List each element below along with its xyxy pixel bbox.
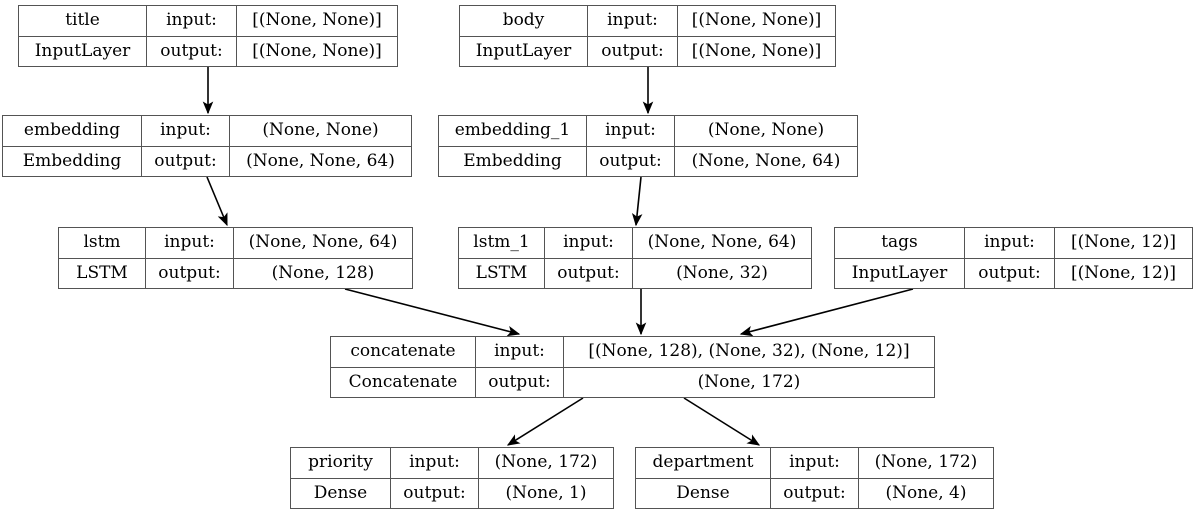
- node-input-label: input:: [587, 116, 675, 146]
- node-class-name: Embedding: [439, 146, 587, 176]
- node-layer-name: concatenate: [331, 337, 476, 367]
- node-class-name: Dense: [636, 478, 771, 508]
- node-output-shape: [(None, 12)]: [1070, 262, 1177, 283]
- node-input-shape: [(None, 128), (None, 32), (None, 12)]: [588, 341, 910, 362]
- node-layer-name: lstm_1: [459, 228, 545, 258]
- node-output-shape: [(None, None)]: [691, 40, 822, 61]
- node-input-shape: (None, None): [707, 120, 825, 141]
- node-output-label: output:: [771, 478, 859, 508]
- node-output-label: output:: [391, 478, 479, 508]
- node-input-label: input:: [771, 448, 859, 478]
- edge-concatenate-to-priority: [506, 397, 584, 446]
- node-input-shape: (None, None): [262, 120, 379, 141]
- node-input-label: input:: [147, 6, 237, 36]
- node-output-label: output:: [587, 146, 675, 176]
- node-output-shape: (None, 1): [505, 482, 587, 503]
- node-input-label: input:: [965, 228, 1055, 258]
- node-layer-name: priority: [291, 448, 391, 478]
- node-input-shape: (None, None, 64): [647, 232, 797, 253]
- node-layer-name: department: [636, 448, 771, 478]
- node-output-shape: (None, 32): [676, 262, 768, 283]
- node-output-shape: (None, 128): [271, 262, 375, 283]
- node-class-name: InputLayer: [460, 36, 588, 66]
- node-input-label: input:: [142, 116, 230, 146]
- node-output-label: output:: [545, 258, 633, 288]
- node-layer-name: title: [19, 6, 147, 36]
- node-output-label: output:: [147, 36, 237, 66]
- edge-embedding_1-to-lstm_1: [631, 176, 643, 227]
- node-input-label: input:: [545, 228, 633, 258]
- node-output-shape: (None, 4): [885, 482, 967, 503]
- node-class-name: Dense: [291, 478, 391, 508]
- node-layer-name: tags: [835, 228, 965, 258]
- node-output-label: output:: [965, 258, 1055, 288]
- node-input-shape: (None, 172): [494, 452, 598, 473]
- node-layer-name: lstm: [59, 228, 146, 258]
- node-output-label: output:: [588, 36, 678, 66]
- node-output-shape: (None, 172): [697, 371, 801, 392]
- node-class-name: InputLayer: [835, 258, 965, 288]
- node-layer-name: embedding: [3, 116, 142, 146]
- node-output-shape: (None, None, 64): [691, 150, 841, 171]
- edge-concatenate-to-department: [683, 397, 761, 446]
- edge-tags-to-concatenate: [739, 288, 914, 337]
- edge-embedding-to-lstm: [206, 176, 228, 227]
- node-input-label: input:: [146, 228, 234, 258]
- node-input-shape: (None, 172): [874, 452, 978, 473]
- edge-lstm-to-concatenate: [344, 288, 521, 337]
- node-input-label: input:: [391, 448, 479, 478]
- node-output-label: output:: [142, 146, 230, 176]
- node-class-name: Concatenate: [331, 367, 476, 397]
- node-output-shape: [(None, None)]: [252, 40, 382, 61]
- node-class-name: InputLayer: [19, 36, 147, 66]
- node-layer-name: embedding_1: [439, 116, 587, 146]
- node-input-shape: (None, None, 64): [248, 232, 398, 253]
- node-input-shape: [(None, None)]: [691, 10, 822, 31]
- node-output-label: output:: [146, 258, 234, 288]
- node-input-shape: [(None, 12)]: [1070, 232, 1177, 253]
- node-class-name: Embedding: [3, 146, 142, 176]
- node-input-shape: [(None, None)]: [252, 10, 382, 31]
- node-input-label: input:: [476, 337, 564, 367]
- node-output-shape: (None, None, 64): [246, 150, 395, 171]
- node-input-label: input:: [588, 6, 678, 36]
- node-output-label: output:: [476, 367, 564, 397]
- node-class-name: LSTM: [459, 258, 545, 288]
- node-class-name: LSTM: [59, 258, 146, 288]
- node-layer-name: body: [460, 6, 588, 36]
